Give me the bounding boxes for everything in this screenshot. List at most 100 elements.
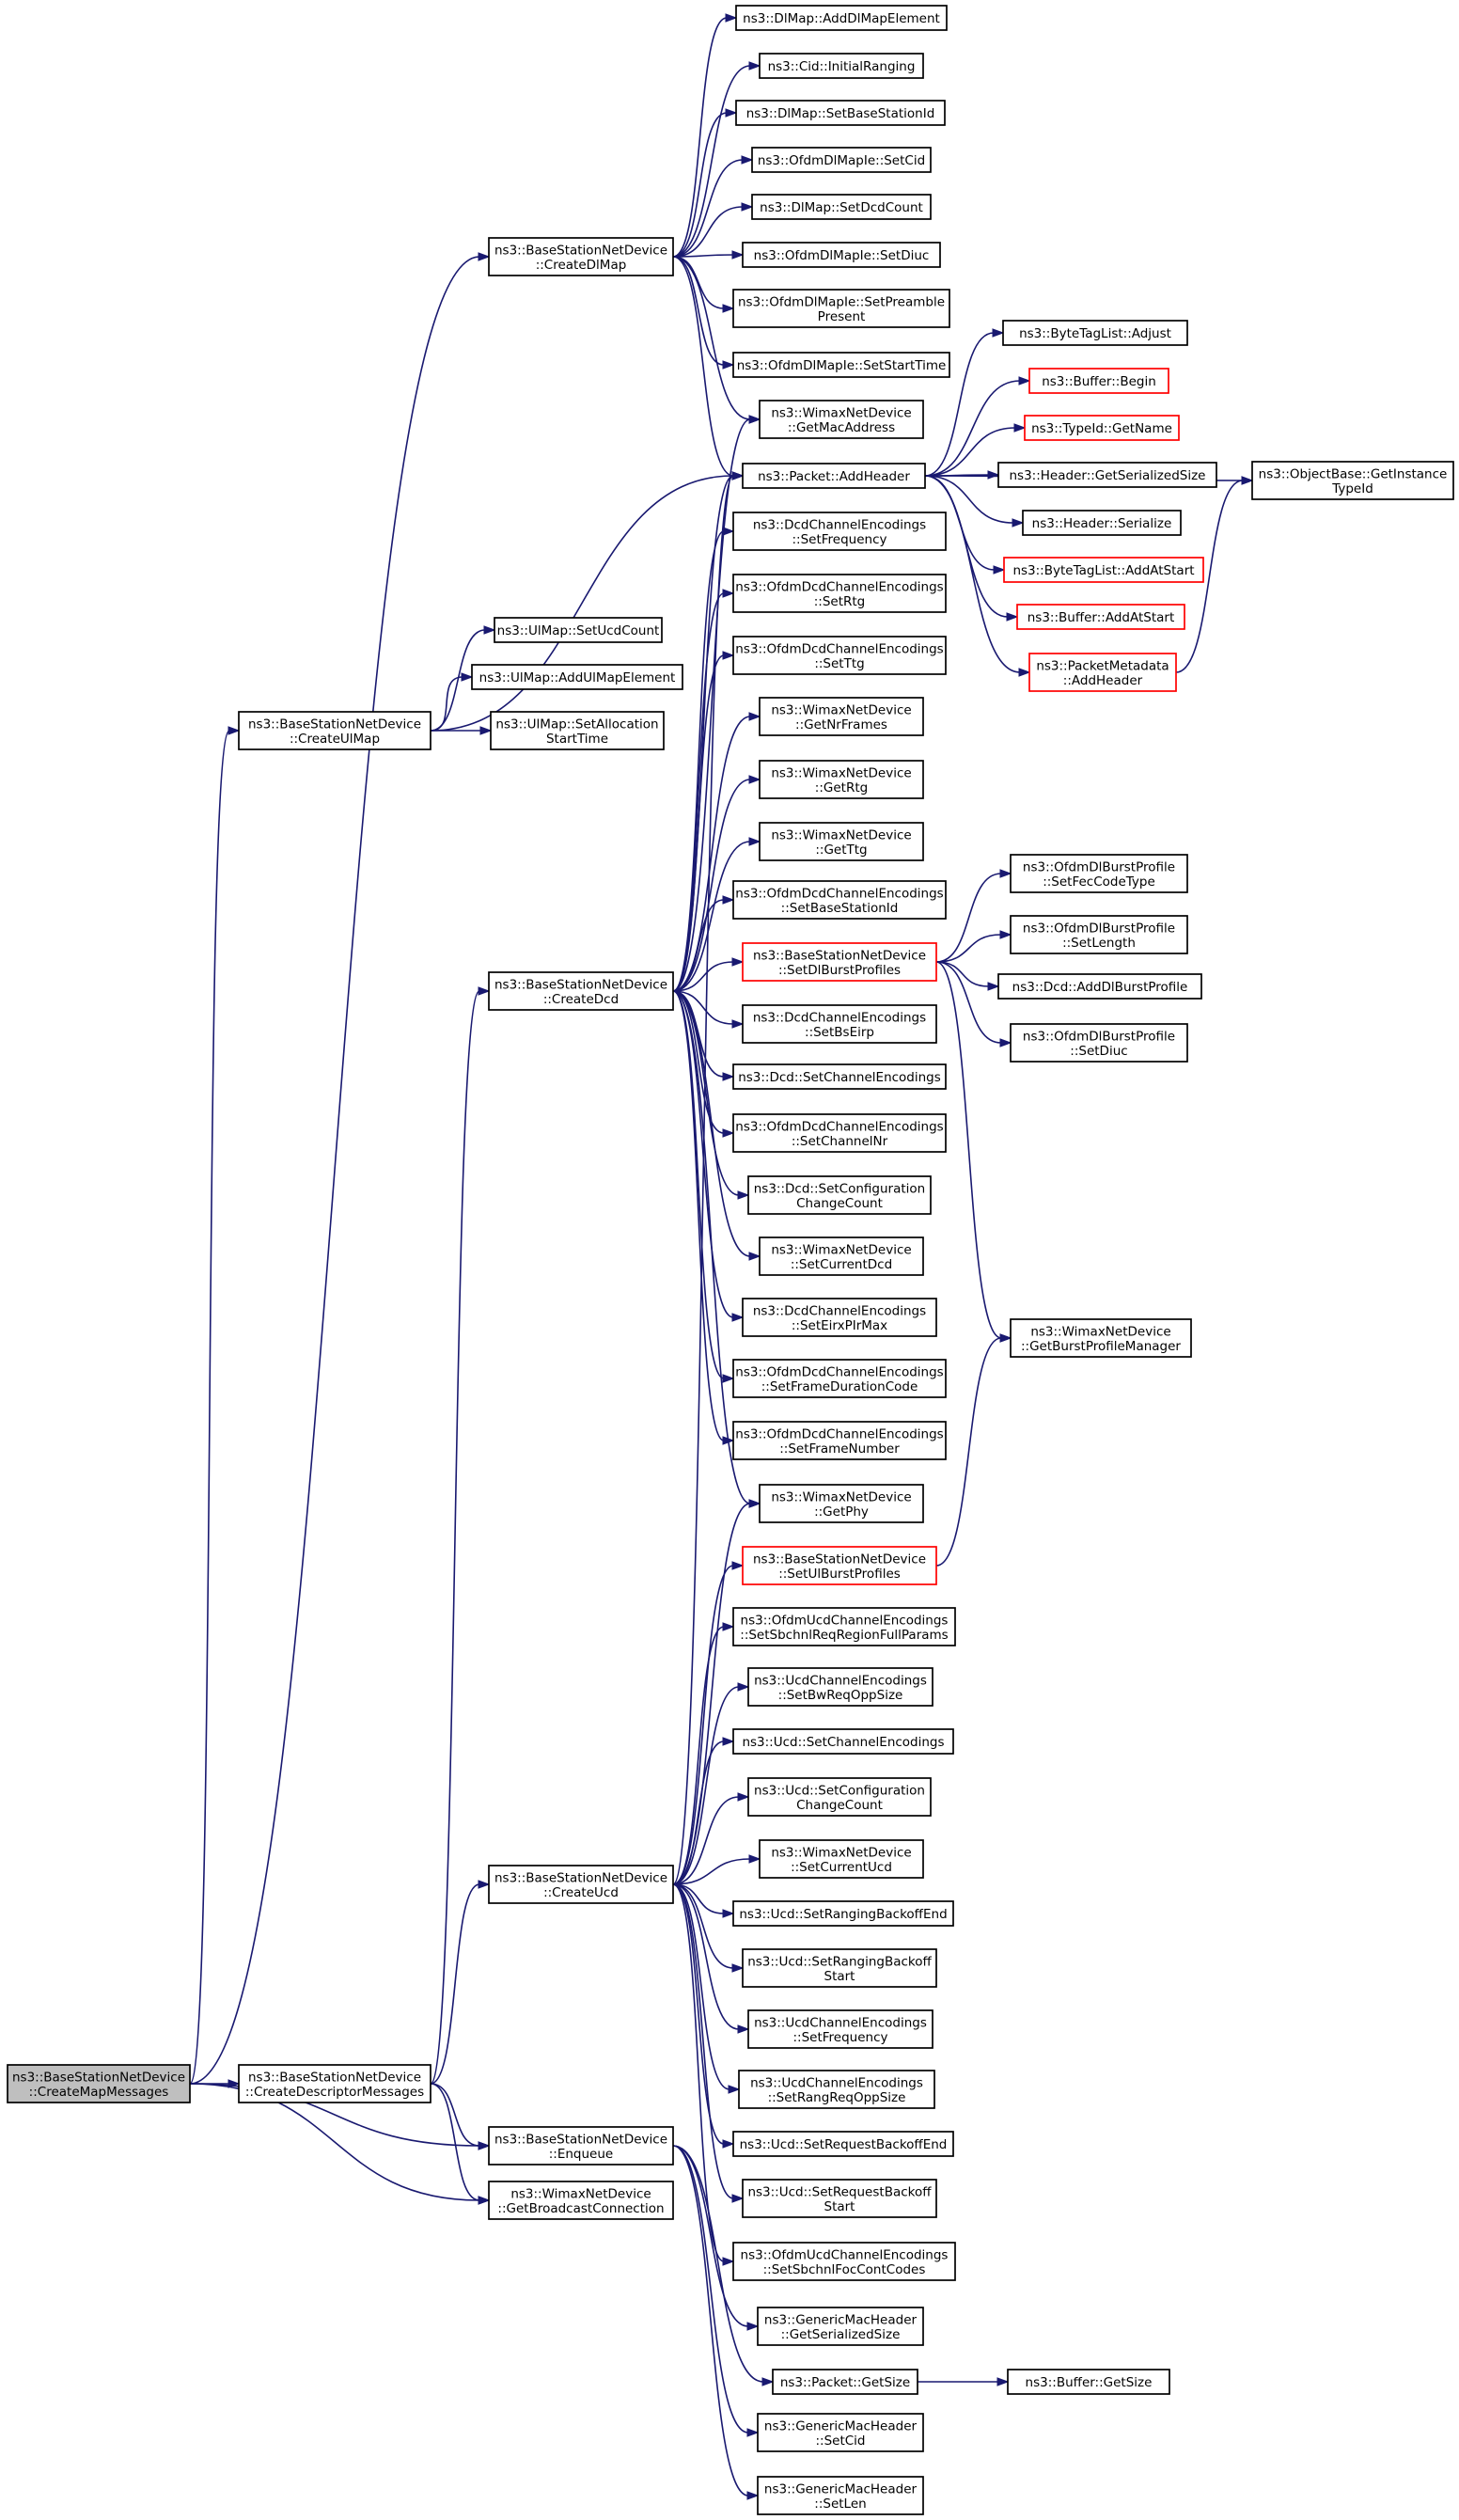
node-ucd-set-req-back-end[interactable]: ns3::Ucd::SetRequestBackoffEnd (732, 2131, 954, 2157)
node-box[interactable] (732, 1900, 954, 1927)
node-ucd-enc-set-rang-req[interactable]: ns3::UcdChannelEncodings::SetRangReqOppS… (738, 2070, 935, 2109)
node-box[interactable] (997, 462, 1217, 488)
node-get-broadcast-connection[interactable]: ns3::WimaxNetDevice::GetBroadcastConnect… (488, 2181, 674, 2220)
node-box[interactable] (732, 352, 950, 378)
node-box[interactable] (1010, 1023, 1188, 1063)
node-box[interactable] (759, 822, 924, 861)
node-ofdm-dl-set-start-time[interactable]: ns3::OfdmDlMapIe::SetStartTime (732, 352, 950, 378)
node-box[interactable] (732, 1607, 956, 1646)
node-box[interactable] (488, 237, 674, 276)
node-cid-init-ranging[interactable]: ns3::Cid::InitialRanging (759, 53, 924, 79)
node-box[interactable] (471, 664, 683, 690)
node-box[interactable] (732, 1113, 947, 1153)
node-gmh-set-cid[interactable]: ns3::GenericMacHeader::SetCid (757, 2413, 924, 2452)
node-ofdm-ucd-set-sbchnl-foc[interactable]: ns3::OfdmUcdChannelEncodings::SetSbchnlF… (732, 2242, 956, 2281)
node-ofdm-dcd-set-rtg[interactable]: ns3::OfdmDcdChannelEncodings::SetRtg (732, 574, 947, 613)
node-box[interactable] (1010, 915, 1188, 954)
node-dl-set-dcd-count[interactable]: ns3::DlMap::SetDcdCount (751, 194, 932, 220)
node-box[interactable] (742, 1004, 937, 1044)
node-box[interactable] (1003, 557, 1204, 583)
node-ul-add-elem[interactable]: ns3::UlMap::AddUlMapElement (471, 664, 683, 690)
node-box[interactable] (732, 2242, 956, 2281)
node-header-get-ser-size[interactable]: ns3::Header::GetSerializedSize (997, 462, 1217, 488)
node-box[interactable] (738, 2070, 935, 2109)
node-box[interactable] (1016, 604, 1185, 630)
node-ucd-enc-set-bw-req[interactable]: ns3::UcdChannelEncodings::SetBwReqOppSiz… (747, 1667, 933, 1707)
node-set-current-dcd[interactable]: ns3::WimaxNetDevice::SetCurrentDcd (759, 1236, 924, 1276)
node-packet-add-header[interactable]: ns3::Packet::AddHeader (742, 463, 926, 489)
node-box[interactable] (747, 1667, 933, 1707)
node-buffer-begin[interactable]: ns3::Buffer::Begin (1028, 368, 1169, 394)
node-box[interactable] (759, 760, 924, 799)
node-ucd-set-chan-enc[interactable]: ns3::Ucd::SetChannelEncodings (732, 1728, 954, 1755)
node-ofdm-dcd-set-ttg[interactable]: ns3::OfdmDcdChannelEncodings::SetTtg (732, 636, 947, 675)
node-box[interactable] (1251, 461, 1454, 500)
node-box[interactable] (742, 1948, 937, 1988)
node-box[interactable] (742, 1546, 937, 1585)
node-set-ul-burst-profiles[interactable]: ns3::BaseStationNetDevice::SetUlBurstPro… (742, 1546, 937, 1585)
node-box[interactable] (742, 1298, 937, 1337)
node-ofdm-dcd-set-chan-nr[interactable]: ns3::OfdmDcdChannelEncodings::SetChannel… (732, 1113, 947, 1153)
node-set-current-ucd[interactable]: ns3::WimaxNetDevice::SetCurrentUcd (759, 1839, 924, 1879)
node-dl-bp-set-length[interactable]: ns3::OfdmDlBurstProfile::SetLength (1010, 915, 1188, 954)
node-box[interactable] (732, 636, 947, 675)
node-box[interactable] (1022, 510, 1182, 536)
node-box[interactable] (7, 2064, 191, 2103)
node-ofdm-dcd-set-bs-id[interactable]: ns3::OfdmDcdChannelEncodings::SetBaseSta… (732, 880, 947, 920)
node-box[interactable] (759, 1236, 924, 1276)
node-dcd-add-dl-bp[interactable]: ns3::Dcd::AddDlBurstProfile (997, 973, 1202, 1000)
node-box[interactable] (757, 2307, 924, 2346)
node-box[interactable] (1010, 854, 1188, 893)
node-get-bp-manager[interactable]: ns3::WimaxNetDevice::GetBurstProfileMana… (1010, 1318, 1192, 1358)
node-box[interactable] (494, 617, 663, 643)
node-box[interactable] (759, 697, 924, 736)
node-buffer-get-size[interactable]: ns3::Buffer::GetSize (1007, 2369, 1170, 2395)
node-ofdm-dcd-set-frame-num[interactable]: ns3::OfdmDcdChannelEncodings::SetFrameNu… (732, 1421, 947, 1460)
node-box[interactable] (732, 1063, 947, 1090)
node-box[interactable] (742, 942, 937, 982)
node-get-nr-frames[interactable]: ns3::WimaxNetDevice::GetNrFrames (759, 697, 924, 736)
node-dl-add-elem[interactable]: ns3::DlMap::AddDlMapElement (735, 5, 948, 31)
node-buffer-add-at-start[interactable]: ns3::Buffer::AddAtStart (1016, 604, 1185, 630)
node-create-descriptor-messages[interactable]: ns3::BaseStationNetDevice::CreateDescrip… (238, 2064, 431, 2103)
node-dcd-enc-set-freq[interactable]: ns3::DcdChannelEncodings::SetFrequency (732, 512, 947, 551)
node-box[interactable] (742, 242, 941, 268)
node-ofdm-ucd-set-sbchnl-req[interactable]: ns3::OfdmUcdChannelEncodings::SetSbchnlR… (732, 1607, 956, 1646)
node-byte-tag-add-at-start[interactable]: ns3::ByteTagList::AddAtStart (1003, 557, 1204, 583)
node-box[interactable] (1028, 368, 1169, 394)
node-dcd-enc-set-eirx[interactable]: ns3::DcdChannelEncodings::SetEirxPIrMax (742, 1298, 937, 1337)
node-ul-set-ucd-count[interactable]: ns3::UlMap::SetUcdCount (494, 617, 663, 643)
node-get-rtg[interactable]: ns3::WimaxNetDevice::GetRtg (759, 760, 924, 799)
node-byte-tag-adjust[interactable]: ns3::ByteTagList::Adjust (1002, 320, 1188, 346)
node-enqueue[interactable]: ns3::BaseStationNetDevice::Enqueue (488, 2126, 674, 2166)
node-box[interactable] (759, 400, 924, 439)
node-box[interactable] (751, 194, 932, 220)
node-box[interactable] (488, 2181, 674, 2220)
node-ofdm-dcd-set-frame-dur[interactable]: ns3::OfdmDcdChannelEncodings::SetFrameDu… (732, 1359, 947, 1398)
node-box[interactable] (759, 1839, 924, 1879)
node-dcd-enc-set-bs-eirp[interactable]: ns3::DcdChannelEncodings::SetBsEirp (742, 1004, 937, 1044)
node-create-dl-map[interactable]: ns3::BaseStationNetDevice::CreateDlMap (488, 237, 674, 276)
node-box[interactable] (732, 1728, 954, 1755)
node-pkt-meta-add-header[interactable]: ns3::PacketMetadata::AddHeader (1028, 653, 1177, 692)
node-gmh-get-ser-size[interactable]: ns3::GenericMacHeader::GetSerializedSize (757, 2307, 924, 2346)
node-box[interactable] (757, 2413, 924, 2452)
node-gmh-set-len[interactable]: ns3::GenericMacHeader::SetLen (757, 2476, 924, 2515)
node-box[interactable] (732, 574, 947, 613)
node-box[interactable] (751, 147, 932, 173)
node-create-dcd[interactable]: ns3::BaseStationNetDevice::CreateDcd (488, 971, 674, 1011)
node-dl-set-bs-id[interactable]: ns3::DlMap::SetBaseStationId (735, 100, 946, 126)
node-box[interactable] (757, 2476, 924, 2515)
node-ucd-set-rang-back-end[interactable]: ns3::Ucd::SetRangingBackoffEnd (732, 1900, 954, 1927)
node-box[interactable] (490, 711, 665, 750)
node-box[interactable] (488, 1865, 674, 1904)
node-box[interactable] (747, 2009, 933, 2049)
node-box[interactable] (735, 100, 946, 126)
node-box[interactable] (772, 2369, 918, 2395)
node-box[interactable] (732, 1359, 947, 1398)
node-box[interactable] (238, 711, 431, 750)
